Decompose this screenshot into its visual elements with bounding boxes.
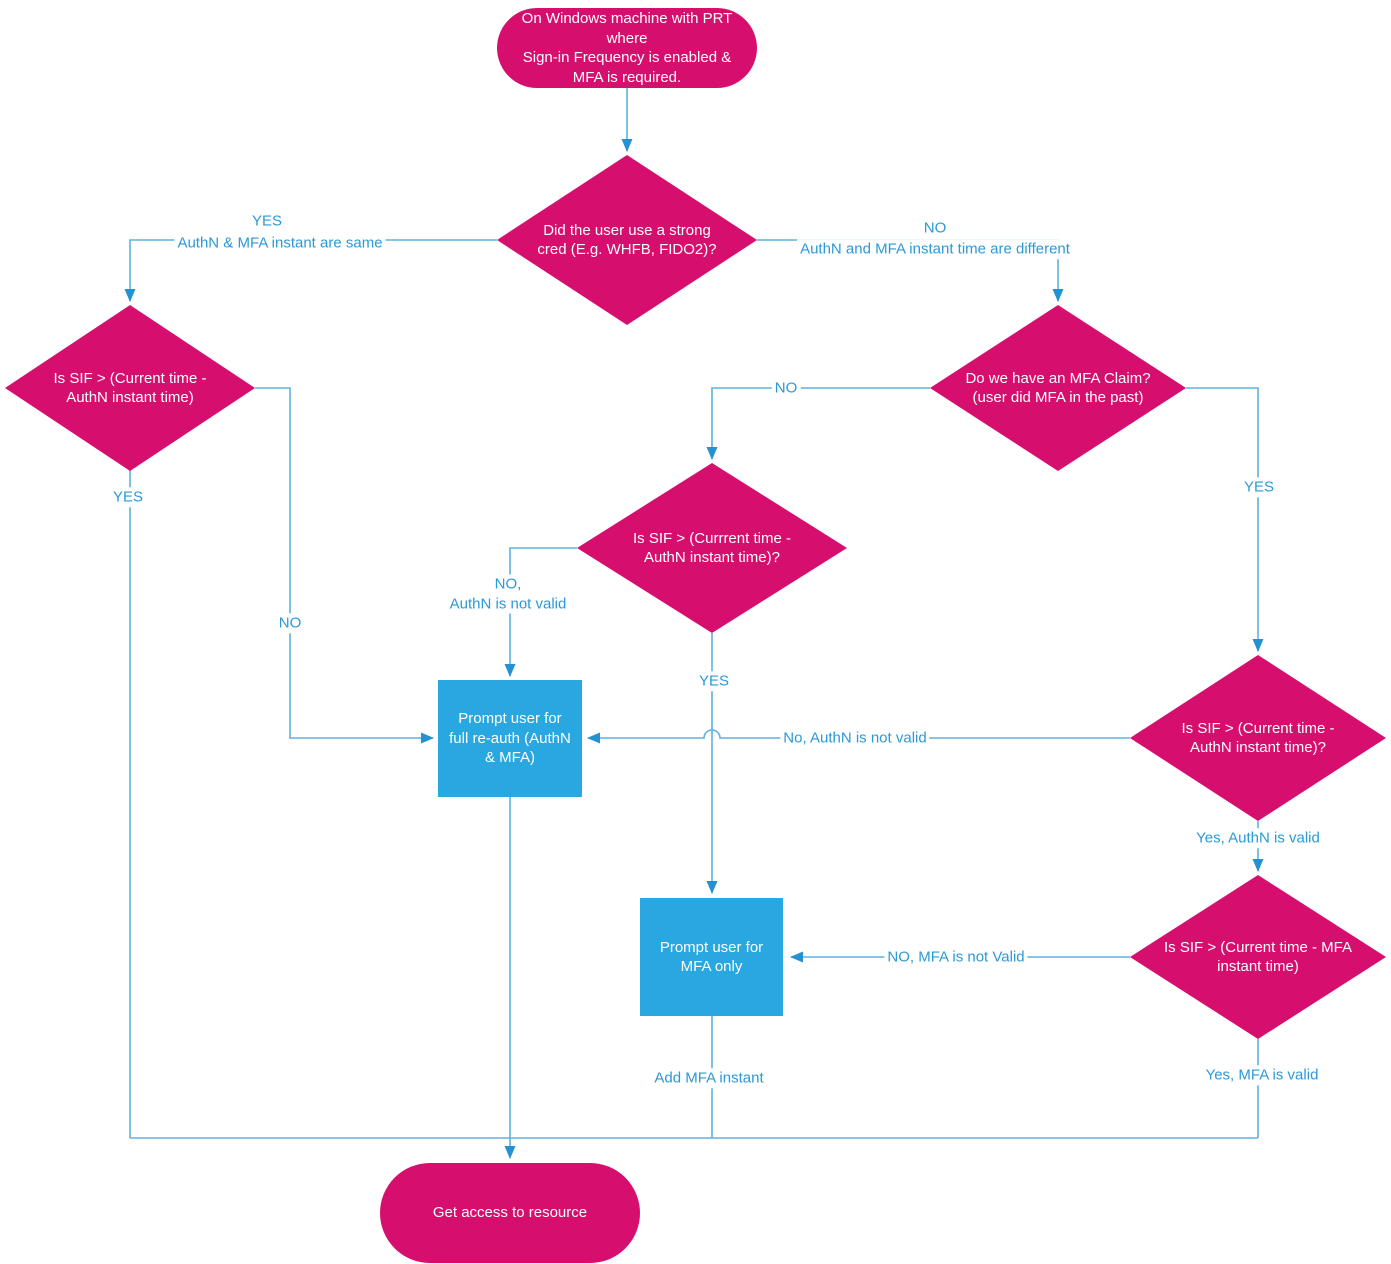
edge-label-strong-no-detail: AuthN and MFA instant time are different	[797, 239, 1073, 259]
edge-label-right-mfa-no: NO, MFA is not Valid	[884, 947, 1028, 967]
decision-mfa-claim-label: Do we have an MFA Claim? (user did MFA i…	[965, 369, 1151, 407]
edge-claim-yes	[1186, 387, 1264, 652]
edge-label-strong-yes-detail: AuthN & MFA instant are same	[174, 233, 386, 253]
edge-midsif-no	[504, 547, 577, 677]
decision-sif-authn-left-label: Is SIF > (Current time - AuthN instant t…	[53, 369, 207, 407]
edge-label-add-mfa: Add MFA instant	[651, 1068, 767, 1088]
end-node-label: Get access to resource	[432, 1204, 588, 1222]
edge-claim-no	[706, 387, 930, 460]
decision-sif-authn-mid-label: Is SIF > (Currrent time - AuthN instant …	[633, 529, 791, 567]
edge-label-right-mfa-yes: Yes, MFA is valid	[1202, 1065, 1322, 1085]
edge-label-strong-yes: YES	[248, 211, 286, 231]
edge-label-left-yes: YES	[109, 487, 147, 507]
edge-label-strong-no: NO	[920, 218, 950, 238]
decision-strong-cred-label: Did the user use a strong cred (E.g. WHF…	[537, 221, 717, 259]
end-node: Get access to resource	[380, 1163, 640, 1263]
edge-leftsif-no	[255, 387, 434, 744]
edge-label-mid-no: NO, AuthN is not valid	[446, 574, 570, 614]
edge-label-claim-yes: YES	[1240, 477, 1278, 497]
start-node: On Windows machine with PRT where Sign-i…	[497, 8, 757, 88]
edge-label-right-authn-no: No, AuthN is not valid	[780, 728, 930, 748]
edge-label-mid-yes: YES	[695, 671, 733, 691]
process-mfa-only-label: Prompt user for MFA only	[659, 938, 764, 976]
process-mfa-only: Prompt user for MFA only	[640, 898, 783, 1016]
decision-sif-authn-right-label: Is SIF > (Current time - AuthN instant t…	[1181, 719, 1335, 757]
process-full-reauth: Prompt user for full re-auth (AuthN & MF…	[438, 680, 582, 797]
process-full-reauth-label: Prompt user for full re-auth (AuthN & MF…	[449, 710, 571, 767]
edge-label-right-authn-yes: Yes, AuthN is valid	[1193, 828, 1323, 848]
start-node-label: On Windows machine with PRT where Sign-i…	[521, 10, 733, 86]
edge-label-claim-no: NO	[771, 378, 801, 398]
edge-label-left-no: NO	[275, 613, 305, 633]
decision-sif-mfa-right-label: Is SIF > (Current time - MFA instant tim…	[1164, 938, 1352, 976]
edge-rightsif-authn-no	[587, 729, 1130, 744]
